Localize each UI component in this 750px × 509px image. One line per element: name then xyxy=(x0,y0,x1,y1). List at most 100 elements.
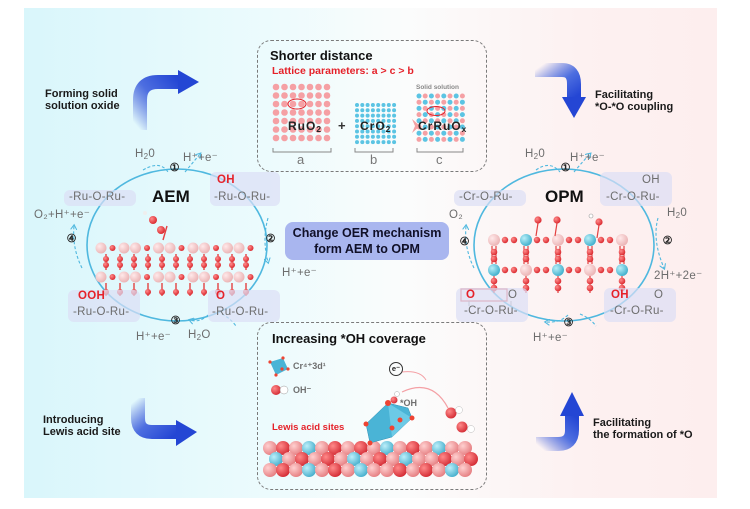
cr-atom xyxy=(365,124,370,129)
ru-atom xyxy=(289,126,297,133)
ru-atom xyxy=(308,452,322,466)
ruthenium-atom xyxy=(118,271,130,283)
lattice-atom xyxy=(416,99,422,105)
lattice-atom xyxy=(422,130,428,136)
ruthenium-atom xyxy=(584,264,596,276)
cr-atom xyxy=(370,113,375,118)
aem-right-out: H⁺+e⁻ xyxy=(282,267,318,279)
ruthenium-atom xyxy=(616,234,628,246)
cr-atom xyxy=(381,140,386,145)
ruo2-label: RuO2 xyxy=(288,119,323,134)
ru-atom xyxy=(282,452,296,466)
oxygen-atom xyxy=(178,274,185,280)
oxygen-atom xyxy=(178,245,185,251)
ru-atom xyxy=(323,134,331,142)
ruthenium-atom xyxy=(164,242,176,254)
oxygen-atom xyxy=(597,236,605,244)
arrow-top-left-icon xyxy=(133,70,199,130)
cr-atom xyxy=(432,441,446,455)
aem-site-bottom-left: -Ru-O-Ru- xyxy=(73,306,130,318)
ruthenium-atom xyxy=(488,234,500,246)
ru-atom xyxy=(445,441,459,455)
ru-atom xyxy=(451,452,465,466)
ru-atom xyxy=(367,463,381,477)
lattice-atom xyxy=(447,118,453,124)
oxygen-atom xyxy=(522,248,530,256)
lattice-atom xyxy=(447,93,453,99)
oxygen-atom xyxy=(597,266,605,274)
ruthenium-atom xyxy=(187,242,199,254)
oxygen-atom xyxy=(501,236,509,244)
aem-left-out: O₂+H⁺+e⁻ xyxy=(34,209,91,221)
cr-atom xyxy=(355,124,359,129)
cr-atom xyxy=(360,134,365,139)
lattice-atom xyxy=(441,124,447,130)
ruthenium-atom xyxy=(222,242,233,254)
oxygen-atom xyxy=(565,236,573,244)
cr-atom xyxy=(381,108,386,113)
aem-site-bottom-left-adsorbate: OOH xyxy=(78,290,106,302)
cr-atom xyxy=(355,113,359,118)
opm-site-top-right-adsorbate: OH xyxy=(642,174,660,186)
ru-atom xyxy=(306,100,314,108)
ru-atom xyxy=(298,92,305,99)
oxygen-atom xyxy=(490,255,498,263)
oxygen-atom xyxy=(109,274,116,280)
ru-atom xyxy=(306,83,314,91)
cr-atom xyxy=(381,103,386,107)
cr-atom xyxy=(386,113,391,118)
oxygen-atom xyxy=(373,452,387,466)
cr-atom xyxy=(381,118,386,123)
oxygen-atom xyxy=(565,266,573,274)
oxygen-atom xyxy=(393,463,407,477)
ru-atom xyxy=(315,100,322,108)
ru-atom xyxy=(289,463,303,477)
chromium-atom xyxy=(616,264,628,276)
cr-atom xyxy=(360,124,365,129)
cr-atom xyxy=(370,118,375,123)
lattice-atom xyxy=(441,118,447,124)
ruthenium-atom xyxy=(95,242,107,254)
ru-atom xyxy=(289,83,297,91)
lattice-atom xyxy=(441,93,447,99)
oxygen-atom xyxy=(159,262,165,268)
opm-cycle-ellipse xyxy=(473,168,655,322)
top-panel xyxy=(257,40,487,172)
ruthenium-atom xyxy=(164,271,176,283)
cr-atom xyxy=(355,140,359,145)
arrow-to-solid-solution-icon xyxy=(412,119,420,133)
aem-step-4: ④ xyxy=(66,233,77,245)
bond xyxy=(535,222,539,237)
oxygen-atom xyxy=(276,441,290,455)
oxygen-atom xyxy=(131,256,137,262)
label-c: c xyxy=(436,152,443,167)
hydrogen-atom xyxy=(588,213,594,219)
oxygen-atom xyxy=(533,266,541,274)
cr-atom xyxy=(392,118,397,123)
ru-atom xyxy=(341,441,355,455)
oxygen-atom xyxy=(490,248,498,256)
lattice-atom xyxy=(428,93,434,99)
oxygen-atom xyxy=(321,452,335,466)
lattice-atom xyxy=(428,136,434,142)
oxygen-atom xyxy=(144,274,150,280)
oxygen-atom xyxy=(586,284,594,292)
arrow-top-right-icon xyxy=(535,63,586,118)
oxygen-atom xyxy=(229,256,235,262)
cr-atom xyxy=(365,118,370,123)
ru-atom xyxy=(306,134,314,142)
aem-step-3: ③ xyxy=(170,315,181,327)
lattice-atom xyxy=(428,130,434,136)
ru-atom xyxy=(272,126,280,133)
opm-site-top-left-chip xyxy=(454,190,526,206)
oxygen-atom xyxy=(173,262,179,268)
ru-atom xyxy=(306,126,314,133)
ru-atom xyxy=(298,100,305,108)
oxygen-atom xyxy=(533,236,541,244)
oh-legend-label: OH⁻ xyxy=(293,385,312,395)
cr-atom xyxy=(365,140,370,145)
cr-atom xyxy=(386,108,391,113)
ru-atom xyxy=(263,441,277,455)
opm-site-bottom-left-chip xyxy=(456,288,528,322)
crruox-lattice xyxy=(416,93,465,142)
